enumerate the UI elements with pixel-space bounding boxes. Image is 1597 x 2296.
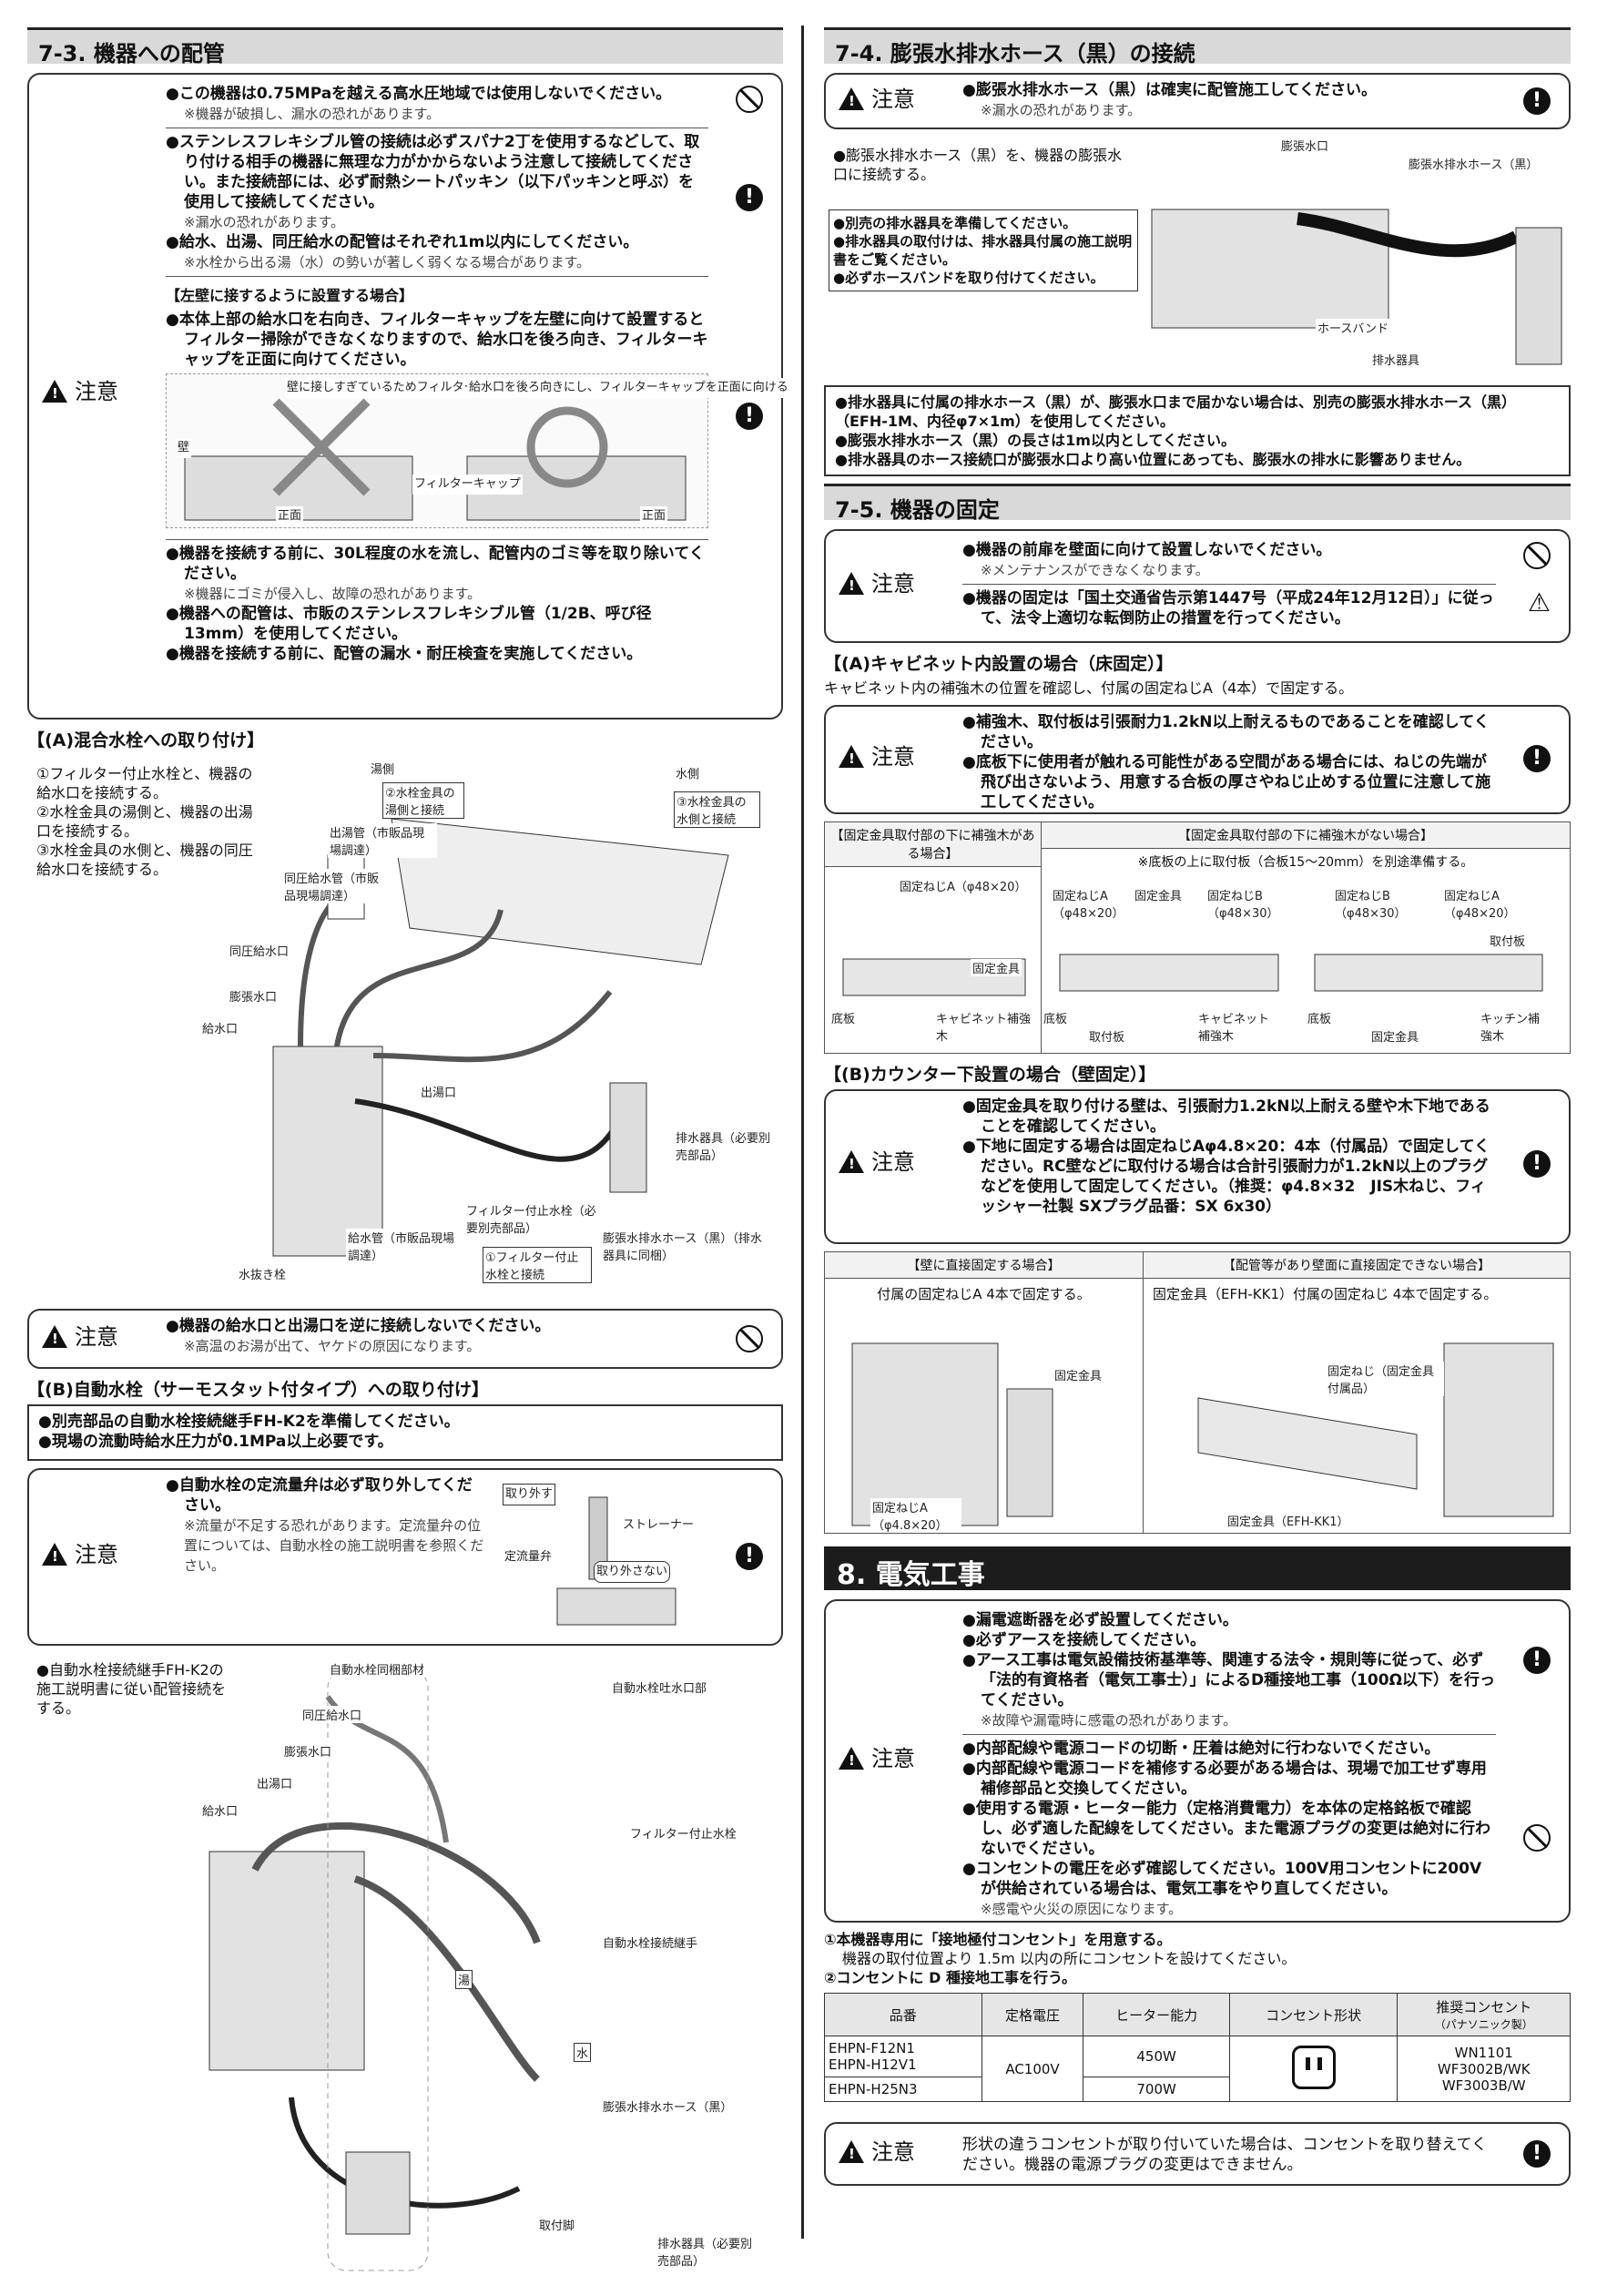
caution-reverse-connection: 注意 ●機器の給水口と出湯口を逆に接続しないでください。※高温のお湯が出て、ヤケ… <box>27 1309 783 1369</box>
mixing-steps: ①フィルター付止水栓と、機器の給水口を接続する。②水栓金具の湯側と、機器の出湯口… <box>36 765 253 878</box>
prohibited-icon <box>1523 542 1551 569</box>
section-7-3-title: 7-3. 機器への配管 <box>27 27 783 66</box>
auto-faucet-figure: ●自動水栓接続継手FH-K2の施工説明書に従い配管接続をする。 自動水栓同梱部材… <box>27 1660 783 2289</box>
caution-drain-hose: 注意 ●膨張水排水ホース（黒）は確実に配管施工してください。※漏水の恐れがありま… <box>824 73 1571 129</box>
prohibited-icon <box>736 1325 763 1352</box>
outlet-table: 品番定格電圧ヒーター能力コンセント形状 推奨コンセント（パナソニック製） EHP… <box>824 1993 1571 2102</box>
drain-hose-notes: ●別売の排水器具を準備してください。●排水器具の取付けは、排水器具付属の施工説明… <box>829 209 1138 291</box>
wall-install-figure: 壁に接しすぎているためフィルターが取り出せない 給水口を後ろ向きにし、フィルター… <box>166 373 790 528</box>
mandatory-icon: ! <box>1523 2140 1551 2168</box>
warning-triangle-icon <box>839 1150 864 1174</box>
warning-triangle-icon <box>42 380 67 403</box>
electrical-steps: ①本機器専用に「接地極付コンセント」を用意する。 機器の取付位置より 1.5m … <box>824 1931 1297 1986</box>
auto-faucet-heading: 【(B)自動水栓（サーモスタット付タイプ）への取り付け】 <box>27 1380 489 1400</box>
mandatory-icon: ! <box>736 1543 763 1570</box>
mandatory-icon: ! <box>1523 87 1551 115</box>
caution-counter: 注意 ●固定金具を取り付ける壁は、引張耐力1.2kN以上耐える壁や木下地であるこ… <box>824 1089 1571 1244</box>
drain-hose-step: ●膨張水排水ホース（黒）を、機器の膨張水口に接続する。 <box>833 147 1123 183</box>
mandatory-icon: ! <box>1523 745 1551 772</box>
section-7-5-title: 7-5. 機器の固定 <box>824 484 1571 523</box>
right-column: 7-4. 膨張水排水ホース（黒）の接続 注意 ●膨張水排水ホース（黒）は確実に配… <box>824 27 1571 2193</box>
warning-triangle-icon <box>839 1747 864 1770</box>
caution-label: 注意 <box>42 380 118 403</box>
warning-triangle-icon <box>839 745 864 769</box>
flow-valve-figure: 取り外す ストレーナー 定流量弁 取り外さない <box>503 1479 697 1634</box>
mixing-faucet-heading: 【(A)混合水栓への取り付け】 <box>27 730 265 750</box>
cabinet-text: キャビネット内の補強木の位置を確認し、付属の固定ねじA（4本）で固定する。 <box>824 679 1354 697</box>
caution-electrical: 注意 ●漏電遮断器を必ず設置してください。●必ずアースを接続してください。●アー… <box>824 1599 1571 1923</box>
caution-fixing: 注意 ●機器の前扉を壁面に向けて設置しないでください。※メンテナンスができなくな… <box>824 529 1571 643</box>
warning-triangle-icon <box>839 572 864 596</box>
caution-flow-valve: 注意 ●自動水栓の定流量弁は必ず取り外してください。※流量が不足する恐れがありま… <box>27 1468 783 1646</box>
drain-hose-remarks: ●排水器具に付属の排水ホース（黒）が、膨張水口まで届かない場合は、別売の膨張水排… <box>824 385 1571 476</box>
mandatory-icon: ! <box>1523 1150 1551 1178</box>
warning-triangle-icon <box>839 2140 864 2164</box>
section-8-title: 8. 電気工事 <box>824 1546 1571 1591</box>
warning-triangle-icon <box>42 1543 67 1566</box>
prohibited-icon <box>1523 1824 1551 1852</box>
left-column: 7-3. 機器への配管 注意 ●この機器は0.75MPaを越える高水圧地域では使… <box>27 27 790 2296</box>
warning-triangle-icon <box>42 1325 67 1349</box>
cabinet-heading: 【(A)キャビネット内設置の場合（床固定）】 <box>824 654 1174 674</box>
wall-fixing-figures: 【壁に直接固定する場合】 付属の固定ねじA 4本で固定する。 固定金具 固定ねじ… <box>824 1251 1571 1534</box>
mandatory-icon: ! <box>1523 1647 1551 1674</box>
warning-triangle-icon <box>839 87 864 111</box>
prohibited-icon <box>736 86 763 113</box>
mixing-faucet-figure: ①フィルター付止水栓と、機器の給水口を接続する。②水栓金具の湯側と、機器の出湯口… <box>27 755 783 1301</box>
column-divider <box>801 26 804 2239</box>
caution-box-piping: 注意 ●この機器は0.75MPaを越える高水圧地域では使用しないでください。※機… <box>27 73 790 719</box>
auto-faucet-step: ●自動水栓接続継手FH-K2の施工説明書に従い配管接続をする。 <box>36 1661 227 1717</box>
mandatory-icon: ! <box>736 184 763 211</box>
section-7-4-title: 7-4. 膨張水排水ホース（黒）の接続 <box>824 27 1571 66</box>
caution-outlet-shape: 注意 形状の違うコンセントが取り付いていた場合は、コンセントを取り替えてください… <box>824 2122 1571 2186</box>
caution-triangle-icon: ⚠ <box>1527 587 1551 617</box>
cabinet-fixing-figures: 【固定金具取付部の下に補強木がある場合】 固定ねじA（φ48×20） 固定金具 … <box>824 821 1571 1054</box>
caution-cabinet: 注意 ●補強木、取付板は引張耐力1.2kN以上耐えるものであることを確認してくだ… <box>824 705 1571 814</box>
mandatory-icon: ! <box>736 403 763 430</box>
counter-heading: 【(B)カウンター下設置の場合（壁固定）】 <box>824 1065 1156 1085</box>
drain-hose-figure: ●膨張水排水ホース（黒）を、機器の膨張水口に接続する。 ●別売の排水器具を準備し… <box>824 137 1571 378</box>
auto-faucet-notes: ●別売部品の自動水栓接続継手FH-K2を準備してください。●現場の流動時給水圧力… <box>27 1404 783 1461</box>
grounded-outlet-icon <box>1291 2045 1336 2089</box>
